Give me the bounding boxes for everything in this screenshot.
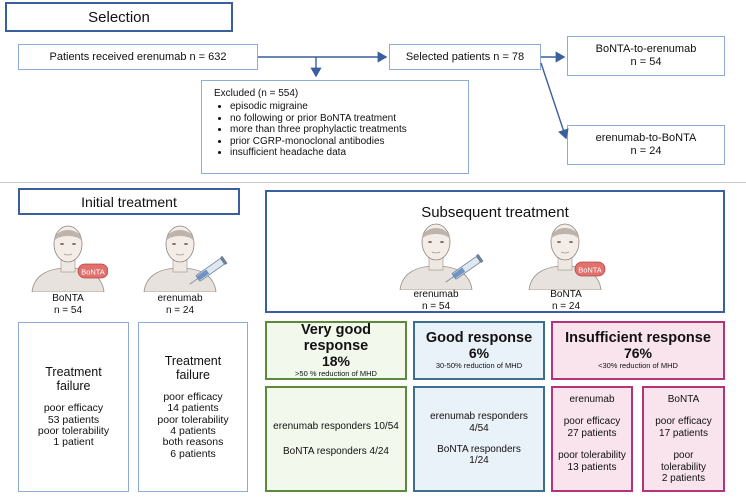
patient-figure-bonta: BoNTA	[31, 225, 108, 292]
failure-line: 4 patients	[170, 425, 216, 437]
failure-box-erenumab: Treatment failure poor efficacy 14 patie…	[138, 322, 248, 492]
responder-label: erenumab responders	[430, 411, 528, 423]
responder-count: 1/24	[469, 455, 489, 467]
response-title: Good response	[425, 330, 533, 346]
detail-line: poor	[673, 450, 694, 462]
excluded-item: more than three prophylactic treatments	[230, 124, 468, 136]
detail-heading: BoNTA	[667, 394, 700, 405]
patient-name: erenumab	[157, 293, 203, 304]
patient-label-bonta: BoNTA n = 54	[38, 293, 98, 317]
responder-label: BoNTA responders	[437, 444, 521, 455]
excluded-item: prior CGRP-monoclonal antibodies	[230, 136, 468, 148]
group-name: BoNTA-to-erenumab	[595, 43, 697, 55]
response-title: Insufficient response	[565, 330, 711, 346]
patient-figure-erenumab	[143, 225, 228, 292]
failure-box-bonta: Treatment failure poor efficacy 53 patie…	[18, 322, 129, 492]
detail-line: 27 patients	[567, 427, 617, 439]
group-count: n = 24	[630, 145, 662, 157]
response-title: Very good response	[300, 322, 372, 354]
patient-count: n = 54	[53, 305, 83, 316]
detail-line: tolerability	[660, 461, 707, 473]
patient-count: n = 54	[421, 301, 451, 312]
failure-line: poor tolerability	[37, 425, 110, 437]
bonta-badge: BoNTA	[81, 268, 105, 277]
patient-name: BoNTA	[550, 289, 582, 300]
group-count: n = 54	[630, 56, 662, 68]
initial-treatment-title: Initial treatment	[18, 188, 240, 215]
failure-line: both reasons	[162, 436, 224, 449]
selected-patients-box: Selected patients n = 78	[389, 44, 541, 70]
very-good-detail-box: erenumab responders 10/54 BoNTA responde…	[265, 386, 407, 492]
failure-heading: Treatment	[45, 365, 102, 380]
failure-heading: Treatment	[164, 353, 222, 368]
excluded-title: Excluded (n = 554)	[214, 88, 299, 99]
patient-name: erenumab	[413, 289, 459, 300]
response-percent: 6%	[468, 345, 490, 361]
responder-count: erenumab responders 10/54	[273, 420, 399, 432]
detail-heading: erenumab	[569, 394, 615, 405]
detail-line: poor efficacy	[563, 416, 621, 428]
patients-received-box: Patients received erenumab n = 632	[18, 44, 258, 70]
excluded-box: Excluded (n = 554) episodic migraine no …	[201, 80, 469, 174]
detail-line: poor tolerability	[558, 450, 626, 462]
insufficient-erenumab-box: erenumab poor efficacy 27 patients poor …	[551, 386, 633, 492]
excluded-item: episodic migraine	[230, 101, 468, 113]
patient-count: n = 24	[551, 301, 581, 312]
patient-count: n = 24	[165, 305, 195, 316]
excluded-item: no following or prior BoNTA treatment	[230, 113, 468, 125]
response-percent: 76%	[623, 345, 653, 361]
patient-figure-erenumab-subsequent	[399, 223, 484, 290]
failure-line: 14 patients	[167, 402, 219, 415]
excluded-item: insufficient headache data	[230, 147, 468, 159]
insufficient-bonta-box: BoNTA poor efficacy 17 patients poor tol…	[642, 386, 725, 492]
subsequent-treatment-title: Subsequent treatment	[421, 203, 569, 221]
responder-count: 4/54	[469, 422, 489, 434]
patient-label-erenumab: erenumab n = 24	[150, 293, 210, 317]
good-detail-box: erenumab responders 4/54 BoNTA responder…	[413, 386, 545, 492]
failure-line: 6 patients	[170, 447, 216, 460]
failure-line: poor tolerability	[157, 413, 229, 426]
group-bonta-to-erenumab: BoNTA-to-erenumab n = 54	[567, 36, 725, 76]
patient-label-bonta-subsequent: BoNTA n = 24	[536, 289, 596, 313]
response-criterion: 30-50% reduction of MHD	[435, 361, 523, 370]
group-name: erenumab-to-BoNTA	[595, 132, 697, 144]
insufficient-response-box: Insufficient response 76% <30% reduction…	[551, 321, 725, 380]
very-good-response-box: Very good response 18% >50 % reduction o…	[265, 321, 407, 380]
response-criterion: <30% reduction of MHD	[598, 361, 678, 370]
detail-line: poor efficacy	[655, 416, 712, 428]
selection-title: Selection	[5, 2, 233, 32]
arrow-to-e2b	[540, 62, 569, 140]
section-divider	[0, 182, 746, 183]
failure-line: poor efficacy	[163, 390, 223, 403]
failure-line: poor efficacy	[43, 402, 104, 415]
detail-line: 2 patients	[661, 473, 706, 485]
patient-figure-bonta-subsequent: BoNTA	[528, 223, 606, 290]
patient-name: BoNTA	[52, 293, 84, 304]
selection-arrows	[258, 51, 569, 140]
failure-heading: failure	[56, 379, 91, 394]
responder-count: BoNTA responders 4/24	[283, 446, 389, 457]
good-response-box: Good response 6% 30-50% reduction of MHD	[413, 321, 545, 380]
excluded-list: episodic migraine no following or prior …	[214, 101, 468, 159]
bonta-badge: BoNTA	[578, 266, 602, 275]
response-percent: 18%	[321, 353, 351, 369]
failure-line: 1 patient	[53, 436, 94, 449]
detail-line: 17 patients	[659, 427, 708, 439]
failure-line: 53 patients	[47, 413, 100, 426]
detail-line: 13 patients	[567, 461, 617, 473]
response-criterion: >50 % reduction of MHD	[295, 369, 377, 378]
patient-label-erenumab-subsequent: erenumab n = 54	[406, 289, 466, 313]
failure-heading: failure	[175, 367, 211, 382]
group-erenumab-to-bonta: erenumab-to-BoNTA n = 24	[567, 125, 725, 165]
subsequent-treatment-box: Subsequent treatment	[265, 190, 725, 313]
